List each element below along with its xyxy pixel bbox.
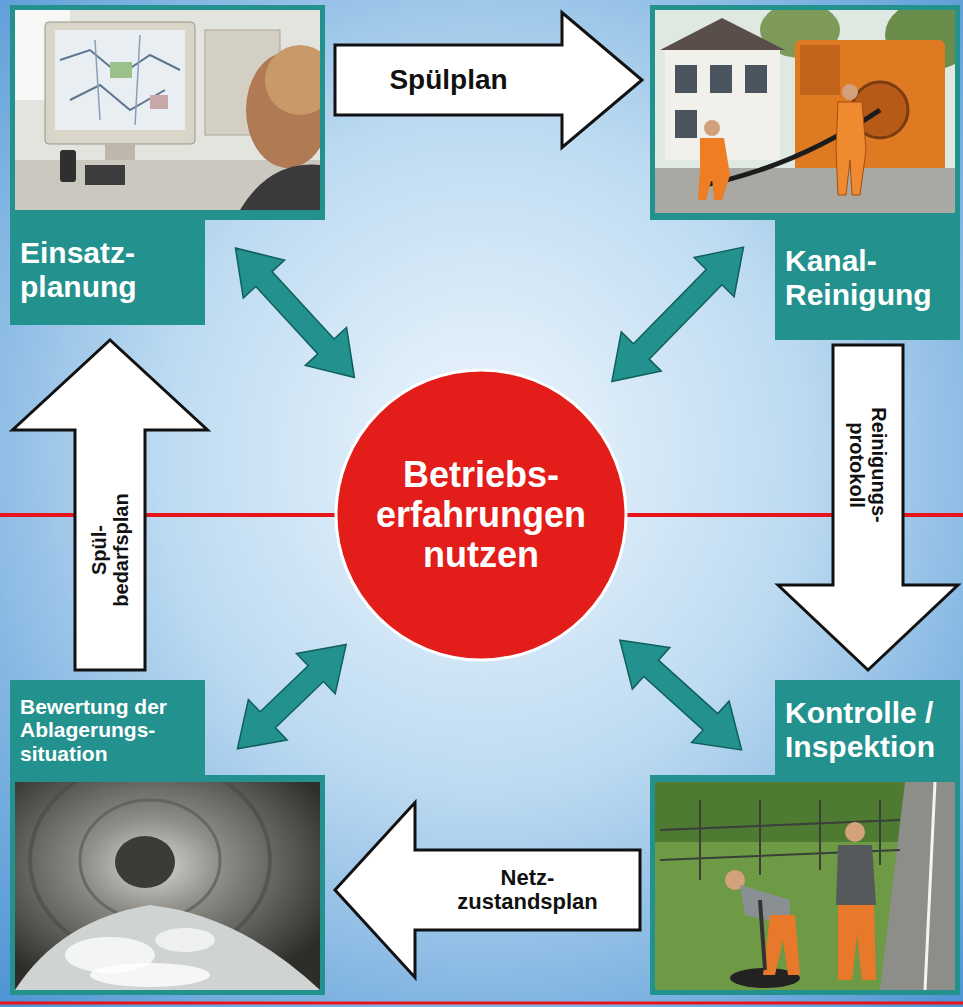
worker-head	[845, 822, 865, 842]
probe-rod	[760, 900, 765, 970]
flow-arrow	[13, 340, 208, 670]
arrow-label: Spül- bedarfsplan	[88, 480, 132, 620]
label-tab: Einsatz- planung	[10, 215, 205, 325]
map-patch	[150, 95, 168, 109]
process-panel: Einsatz- planung	[10, 5, 325, 325]
hub-text-holder: Betriebs- erfahrungen nutzen	[334, 368, 628, 662]
panel-title: Bewertung der Ablagerungs- situation	[20, 695, 195, 766]
tunnel	[15, 782, 320, 990]
monitor	[45, 22, 195, 144]
flow-arrow	[335, 13, 642, 148]
road-marking	[925, 782, 935, 990]
map-patch	[110, 62, 132, 78]
worker-shirt	[836, 845, 876, 905]
inspection-photo	[655, 782, 955, 990]
panel-title: Einsatz- planung	[20, 236, 195, 303]
label-tab: Bewertung der Ablagerungs- situation	[10, 680, 205, 780]
panel-title: Kanal- Reinigung	[785, 244, 950, 311]
pipe-ring	[80, 800, 220, 920]
worker	[836, 102, 866, 195]
window	[675, 110, 697, 138]
sky	[655, 10, 955, 213]
flow-arrow	[335, 803, 640, 978]
foam	[155, 928, 215, 952]
worker	[698, 138, 730, 200]
monitor-stand	[105, 144, 135, 160]
exchange-arrow	[620, 640, 742, 750]
label-tab: Kontrolle / Inspektion	[775, 680, 960, 780]
hub-title: Betriebs- erfahrungen nutzen	[361, 455, 601, 576]
truck-photo	[655, 10, 955, 213]
roof	[660, 18, 785, 50]
arrow-label: Netz- zustandsplan	[433, 866, 623, 914]
grass	[655, 782, 955, 990]
person-shoulder	[240, 165, 320, 210]
photo-frame	[650, 775, 960, 995]
device	[85, 165, 125, 185]
truck-panel	[800, 45, 840, 95]
panel-title: Kontrolle / Inspektion	[785, 696, 950, 763]
hub-circle-fill	[336, 370, 626, 660]
photo-frame	[10, 775, 325, 995]
window	[745, 65, 767, 93]
map-line	[95, 35, 140, 125]
phone	[60, 150, 76, 182]
worker-trousers	[838, 905, 876, 980]
label-tab: Kanal- Reinigung	[775, 215, 960, 340]
hub-circle: Betriebs- erfahrungen nutzen	[334, 368, 628, 662]
screen	[55, 30, 185, 130]
arrow-label: Spülplan	[349, 65, 549, 96]
flow-arrow	[778, 345, 958, 670]
red-rule	[0, 1002, 963, 1005]
road	[880, 782, 955, 990]
sewer-photo	[15, 782, 320, 990]
office-photo	[15, 10, 320, 210]
person-hair	[265, 45, 320, 115]
window	[675, 65, 697, 93]
worker-head	[842, 84, 858, 100]
arrow-label: Reinigungs- protokoll	[846, 395, 890, 535]
process-panel: Kontrolle / Inspektion	[650, 680, 960, 995]
window	[710, 65, 732, 93]
exchange-arrow	[235, 248, 354, 377]
truck-body	[795, 40, 945, 175]
worker-head	[704, 120, 720, 136]
process-panel: Kanal- Reinigung	[650, 5, 960, 335]
water	[15, 905, 320, 990]
exchange-arrow	[237, 645, 346, 749]
worker-trousers	[763, 915, 800, 975]
process-panel: Bewertung der Ablagerungs- situation	[10, 680, 325, 995]
pipe-depth	[115, 836, 175, 888]
foam	[90, 963, 210, 987]
exchange-arrow	[612, 247, 744, 381]
